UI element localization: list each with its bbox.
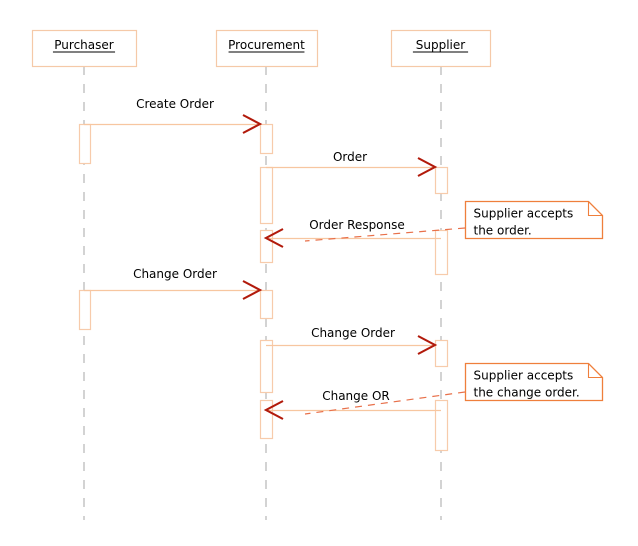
lifeline-box-procurement[interactable] — [215, 29, 319, 68]
lifeline-purchaser[interactable]: Purchaser — [31, 29, 138, 521]
lifeline-procurement[interactable]: Procurement — [215, 29, 319, 521]
message-arrowhead — [263, 400, 284, 420]
lifeline-label-purchaser: Purchaser — [54, 38, 113, 52]
activation-bar[interactable] — [259, 289, 274, 320]
lifeline-label-procurement: Procurement — [228, 38, 305, 52]
message-label: Change OR — [322, 389, 390, 403]
note-fold-corner-icon — [587, 363, 603, 379]
note-fold-corner-icon — [587, 201, 603, 217]
message-msg-change-order-1[interactable]: Change Order — [84, 267, 263, 300]
activation-bar[interactable] — [434, 339, 449, 368]
message-arrowhead — [417, 157, 438, 177]
activation-bar[interactable] — [78, 123, 92, 165]
activation-bar[interactable] — [259, 399, 274, 440]
note-body[interactable] — [464, 200, 604, 240]
note-text-line: Supplier accepts — [474, 207, 574, 221]
message-label: Change Order — [311, 326, 395, 340]
note-connector-line — [304, 391, 466, 415]
message-arrowhead — [242, 280, 263, 300]
activation-bar[interactable] — [259, 123, 274, 155]
message-msg-order-response[interactable]: Order Response — [263, 218, 441, 248]
activations-layer — [78, 123, 449, 452]
activation-bar[interactable] — [434, 166, 449, 195]
activation-bar[interactable] — [259, 166, 274, 225]
lifeline-box-purchaser[interactable] — [31, 29, 138, 68]
note-text-line: the change order. — [474, 386, 580, 400]
message-arrowhead — [263, 228, 284, 248]
message-label: Change Order — [133, 267, 217, 281]
activation-bar[interactable] — [434, 229, 449, 276]
message-msg-create-order[interactable]: Create Order — [84, 97, 263, 134]
message-msg-order[interactable]: Order — [266, 150, 438, 177]
message-arrowhead — [242, 114, 263, 134]
message-label: Order Response — [309, 218, 405, 232]
note-body[interactable] — [464, 362, 604, 402]
note-text-line: the order. — [474, 224, 532, 238]
note-note-supplier-accepts-change-order[interactable]: Supplier accepts the change order. — [304, 362, 604, 415]
message-msg-change-or[interactable]: Change OR — [263, 389, 441, 420]
lifeline-label-supplier: Supplier — [416, 38, 466, 52]
activation-bar[interactable] — [78, 289, 92, 331]
message-label: Create Order — [136, 97, 214, 111]
message-label: Order — [333, 150, 367, 164]
note-text-line: Supplier accepts — [474, 369, 574, 383]
lifelines-layer: Purchaser Procurement Supplier — [31, 29, 492, 521]
lifeline-box-supplier[interactable] — [390, 29, 492, 68]
note-note-supplier-accepts-order[interactable]: Supplier accepts the order. — [304, 200, 604, 242]
message-arrowhead — [417, 335, 438, 355]
note-connector-line — [304, 227, 466, 242]
message-msg-change-order-2[interactable]: Change Order — [266, 326, 438, 355]
activation-bar[interactable] — [434, 399, 449, 452]
activation-bar[interactable] — [259, 339, 274, 394]
